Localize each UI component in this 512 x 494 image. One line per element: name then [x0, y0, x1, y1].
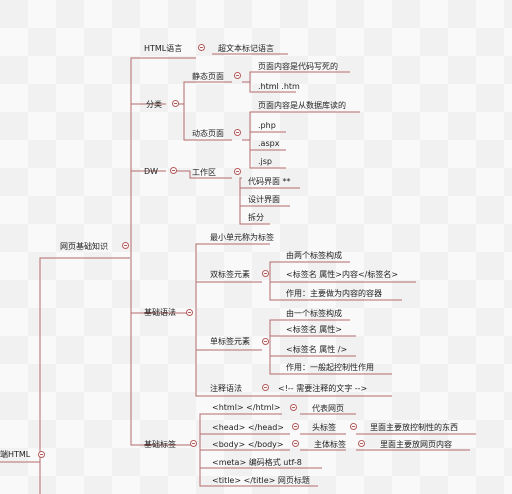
collapse-toggle-icon[interactable]	[190, 440, 197, 447]
dynamic-item: .jsp	[258, 157, 273, 166]
dynamic-item: .php	[258, 121, 276, 130]
single-tag-node: 单标签元素	[210, 337, 250, 346]
single-tag-item: 作用：一般起控制性作用	[286, 363, 374, 372]
html-language-node: HTML语言	[144, 44, 183, 53]
double-tag-item: 由两个标签构成	[286, 251, 342, 260]
single-tag-item: <标签名 属性>	[286, 325, 342, 334]
collapse-toggle-icon[interactable]	[234, 72, 241, 79]
collapse-toggle-icon[interactable]	[172, 100, 179, 107]
head-tag-note: 头标签	[312, 423, 336, 432]
body-tag-sub: 里面主要放网页内容	[380, 440, 452, 449]
head-tag-label: <head> </head>	[212, 423, 284, 432]
workspace-item: 拆分	[248, 213, 264, 222]
basic-syntax-node: 基础语法	[144, 308, 176, 317]
double-tag-item: 作用：主要做为内容的容器	[286, 289, 382, 298]
html-tag-note: 代表网页	[312, 404, 344, 413]
double-tag-item: <标签名 属性>内容</标签名>	[286, 270, 399, 279]
branch-node-label: 网页基础知识	[60, 242, 108, 251]
collapse-toggle-icon[interactable]	[186, 309, 193, 316]
dynamic-item: .aspx	[258, 139, 280, 148]
collapse-toggle-icon[interactable]	[262, 270, 269, 277]
collapse-toggle-icon[interactable]	[290, 404, 297, 411]
comment-syntax-value: <!-- 需要注释的文字 -->	[278, 384, 368, 393]
head-tag-sub: 里面主要放控制性的东西	[370, 423, 458, 432]
collapse-toggle-icon[interactable]	[198, 44, 205, 51]
body-tag-note: 主体标签	[314, 440, 346, 449]
static-item: .html .htm	[258, 82, 300, 91]
collapse-toggle-icon[interactable]	[292, 423, 299, 430]
min-unit-text: 最小单元称为标签	[210, 233, 274, 242]
basic-tags-node: 基础标签	[144, 440, 176, 449]
collapse-toggle-icon[interactable]	[122, 242, 129, 249]
title-tag-label: <title> </title> 网页标题	[212, 476, 310, 485]
dw-node: DW	[144, 167, 159, 176]
collapse-toggle-icon[interactable]	[38, 451, 45, 458]
single-tag-item: 由一个标签构成	[286, 309, 342, 318]
meta-tag-label: <meta> 编码格式 utf-8	[212, 458, 302, 467]
collapse-toggle-icon[interactable]	[358, 440, 365, 447]
collapse-toggle-icon[interactable]	[350, 423, 357, 430]
body-tag-label: <body> </body>	[212, 440, 284, 449]
classify-node: 分类	[146, 100, 162, 109]
collapse-toggle-icon[interactable]	[262, 338, 269, 345]
html-tag-label: <html> </html>	[212, 403, 281, 412]
single-tag-item: <标签名 属性 />	[286, 345, 348, 354]
workspace-node: 工作区	[192, 168, 216, 177]
html-language-note: 超文本标记语言	[218, 44, 274, 53]
collapse-toggle-icon[interactable]	[170, 167, 177, 174]
static-item: 页面内容是代码写死的	[258, 62, 338, 71]
root-node-label: 端HTML	[0, 450, 31, 459]
static-page-node: 静态页面	[192, 72, 224, 81]
collapse-toggle-icon[interactable]	[234, 129, 241, 136]
workspace-item: 代码界面 **	[248, 177, 291, 186]
comment-syntax-node: 注释语法	[210, 384, 242, 393]
collapse-toggle-icon[interactable]	[234, 168, 241, 175]
collapse-toggle-icon[interactable]	[292, 440, 299, 447]
dynamic-page-node: 动态页面	[192, 129, 224, 138]
workspace-item: 设计界面	[248, 195, 280, 204]
collapse-toggle-icon[interactable]	[262, 384, 269, 391]
dynamic-item: 页面内容是从数据库读的	[258, 101, 346, 110]
double-tag-node: 双标签元素	[210, 270, 250, 279]
